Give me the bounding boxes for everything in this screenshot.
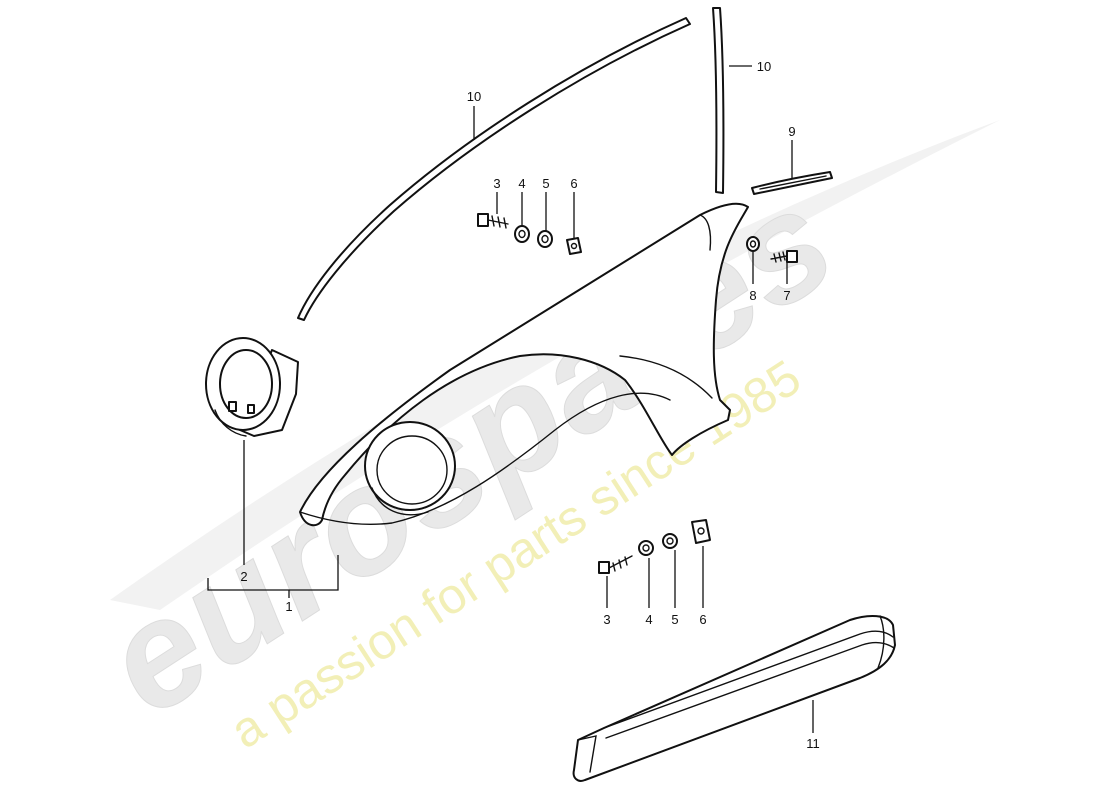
clip-upper-left — [566, 237, 582, 255]
callout-5-lower: 5 — [671, 612, 678, 627]
lower-fasteners — [598, 519, 711, 574]
washer-right — [746, 236, 760, 252]
bolt-lower — [598, 555, 633, 574]
trim-strip-upper-left — [297, 17, 691, 321]
callout-3-lower: 3 — [603, 612, 610, 627]
headlight-opening — [364, 421, 456, 511]
nut-upper-left — [537, 230, 553, 248]
watermark-logo: eurospares — [76, 155, 863, 747]
bolt-upper-left — [477, 213, 509, 229]
callout-1: 1 — [285, 599, 292, 614]
callout-10-right: 10 — [757, 59, 771, 74]
nut-lower — [662, 533, 678, 549]
right-fasteners — [746, 236, 798, 263]
callout-11: 11 — [806, 736, 820, 751]
callout-labels: 1 2 3 4 5 6 7 8 9 10 10 3 4 5 6 11 — [240, 59, 819, 751]
washer-upper-left — [514, 225, 530, 243]
trim-strip-vertical — [712, 7, 725, 194]
upper-fasteners — [477, 213, 582, 255]
callout-4-upper: 4 — [518, 176, 525, 191]
washer-lower — [638, 540, 654, 556]
callout-2: 2 — [240, 569, 247, 584]
bolt-right — [770, 250, 798, 263]
callout-4-lower: 4 — [645, 612, 652, 627]
bracket-part-9 — [751, 171, 833, 195]
callout-5-upper: 5 — [542, 176, 549, 191]
callout-7: 7 — [783, 288, 790, 303]
callout-10-left: 10 — [467, 89, 481, 104]
headlight-bucket — [205, 337, 299, 437]
leader-lines — [207, 65, 814, 733]
front-fender — [299, 202, 749, 527]
callout-6-lower: 6 — [699, 612, 706, 627]
rocker-panel — [572, 615, 896, 782]
callout-3-upper: 3 — [493, 176, 500, 191]
callout-6-upper: 6 — [570, 176, 577, 191]
callout-9: 9 — [788, 124, 795, 139]
clip-lower — [691, 519, 711, 544]
callout-8: 8 — [749, 288, 756, 303]
